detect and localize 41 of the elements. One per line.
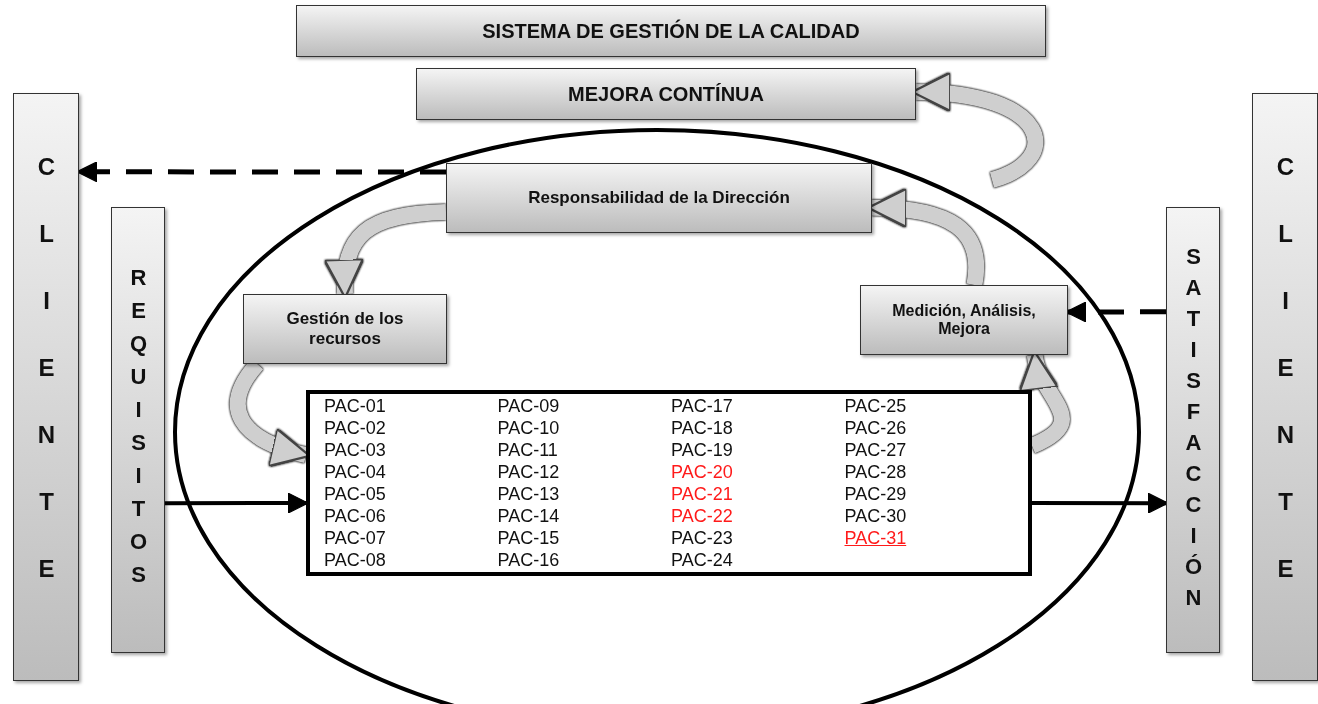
code-label: PAC-28 <box>844 461 907 483</box>
code-label: PAC-27 <box>844 439 907 461</box>
code-label: PAC-26 <box>844 417 907 439</box>
side-bar: SATISFACCIÓN <box>1166 207 1220 653</box>
list-box <box>306 390 1032 576</box>
code-label: PAC-09 <box>497 395 560 417</box>
side-bar: CLIENTE <box>1252 93 1318 681</box>
code-label: PAC-29 <box>844 483 907 505</box>
code-label: PAC-10 <box>497 417 560 439</box>
code-label: PAC-31 <box>844 527 907 549</box>
code-label: PAC-23 <box>671 527 733 549</box>
code-label: PAC-19 <box>671 439 733 461</box>
code-label: PAC-02 <box>324 417 386 439</box>
code-label: PAC-05 <box>324 483 386 505</box>
code-label: PAC-01 <box>324 395 386 417</box>
code-label: PAC-11 <box>497 439 558 461</box>
code-label: PAC-24 <box>671 549 733 571</box>
code-label: PAC-18 <box>671 417 733 439</box>
process-box: Medición, Análisis, Mejora <box>860 285 1068 355</box>
code-label: PAC-20 <box>671 461 733 483</box>
code-label: PAC-07 <box>324 527 386 549</box>
code-label: PAC-04 <box>324 461 386 483</box>
code-label: PAC-30 <box>844 505 907 527</box>
process-box: Gestión de los recursos <box>243 294 447 364</box>
code-label: PAC-15 <box>497 527 560 549</box>
code-label: PAC-13 <box>497 483 560 505</box>
code-label: PAC-14 <box>497 505 560 527</box>
title-box: MEJORA CONTÍNUA <box>416 68 916 120</box>
code-label: PAC-08 <box>324 549 386 571</box>
side-bar: CLIENTE <box>13 93 79 681</box>
code-label: PAC-21 <box>671 483 733 505</box>
code-label: PAC-03 <box>324 439 386 461</box>
title-box: SISTEMA DE GESTIÓN DE LA CALIDAD <box>296 5 1046 57</box>
code-label: PAC-22 <box>671 505 733 527</box>
code-label: PAC-06 <box>324 505 386 527</box>
code-label: PAC-16 <box>497 549 560 571</box>
code-label: PAC-17 <box>671 395 733 417</box>
side-bar: REQUISITOS <box>111 207 165 653</box>
code-label: PAC-12 <box>497 461 560 483</box>
code-label: PAC-25 <box>844 395 907 417</box>
process-box: Responsabilidad de la Dirección <box>446 163 872 233</box>
